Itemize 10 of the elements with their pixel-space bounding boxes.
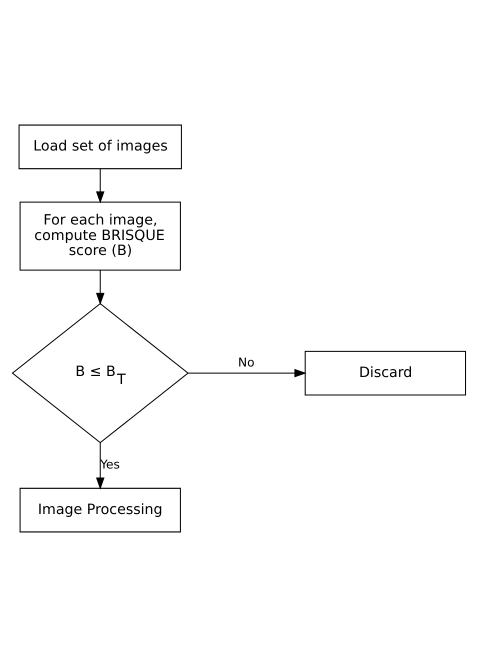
node-box: For each image, compute BRISQUE score (B) bbox=[20, 202, 181, 271]
node-box: Image Processing bbox=[20, 488, 181, 532]
edge-label: Yes bbox=[100, 458, 120, 472]
arrow bbox=[96, 442, 105, 490]
arrow bbox=[188, 368, 307, 378]
arrow bbox=[96, 270, 105, 306]
arrow bbox=[96, 169, 105, 204]
edge-label: No bbox=[238, 356, 255, 370]
node-box: Load set of images bbox=[18, 124, 182, 170]
node-box: Discard bbox=[304, 350, 466, 396]
